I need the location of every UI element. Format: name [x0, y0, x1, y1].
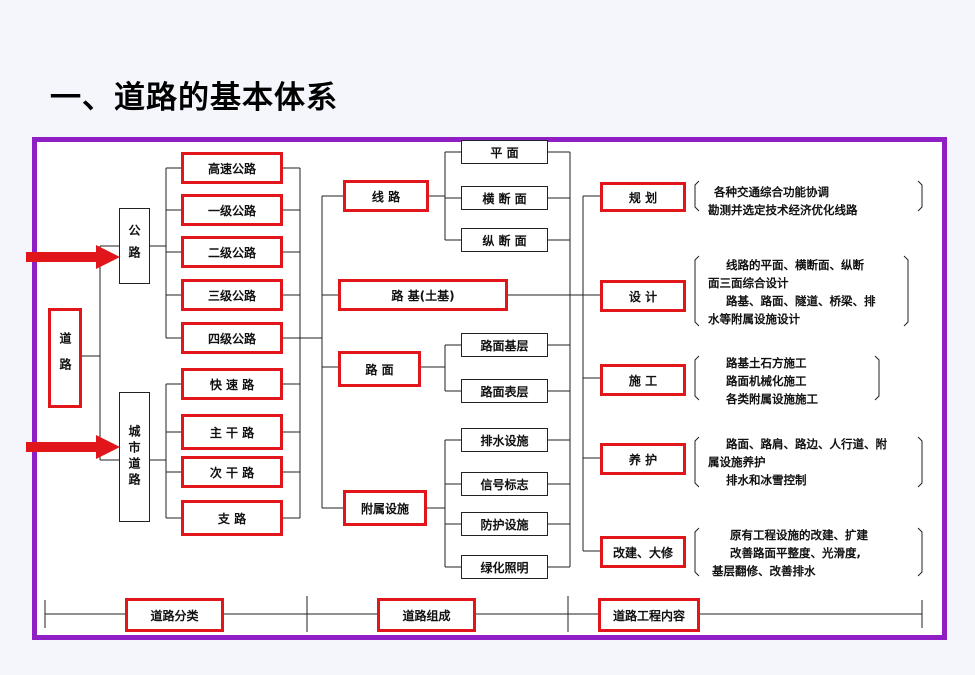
composition-facilities: 附属设施	[343, 490, 427, 526]
urban-level: 次 干 路	[181, 456, 283, 488]
description-line: 基层翻修、改善排水	[712, 564, 816, 578]
description-line: 线路的平面、横断面、纵断	[726, 258, 864, 272]
work-item: 设 计	[600, 280, 686, 312]
work-item: 施 工	[600, 364, 686, 396]
root-label: 道路	[58, 332, 72, 384]
description-line: 面三面综合设计	[708, 276, 789, 290]
work-item: 改建、大修	[600, 536, 686, 568]
highway-level: 一级公路	[181, 194, 283, 226]
urban-group-box: 城市道路	[119, 392, 150, 522]
highway-arrow-icon	[26, 245, 120, 269]
work-description: 原有工程设施的改建、扩建 改善路面平整度、光滑度, 基层翻修、改善排水	[712, 526, 868, 580]
urban-level: 快 速 路	[181, 368, 283, 400]
description-line: 原有工程设施的改建、扩建	[730, 528, 868, 542]
route-part: 横 断 面	[461, 186, 548, 210]
description-line: 各类附属设施施工	[726, 392, 818, 406]
facility-part: 信号标志	[461, 472, 548, 496]
route-part: 纵 断 面	[461, 228, 548, 252]
pavement-part: 路面基层	[461, 333, 548, 357]
work-description: 线路的平面、横断面、纵断 面三面综合设计 路基、路面、隧道、桥梁、排 水等附属设…	[708, 256, 876, 328]
description-line: 各种交通综合功能协调	[714, 185, 829, 199]
description-line: 勘测并选定技术经济优化线路	[708, 203, 858, 217]
highway-level: 四级公路	[181, 322, 283, 354]
work-description: 各种交通综合功能协调 勘测并选定技术经济优化线路	[708, 183, 858, 219]
description-line: 排水和冰雪控制	[726, 473, 807, 487]
work-item: 养 护	[600, 443, 686, 475]
urban-label: 城市道路	[127, 425, 141, 489]
description-line: 改善路面平整度、光滑度,	[730, 546, 861, 560]
footer-label: 道路组成	[377, 598, 476, 632]
description-line: 路基、路面、隧道、桥梁、排	[726, 294, 876, 308]
facility-part: 防护设施	[461, 512, 548, 536]
pavement-part: 路面表层	[461, 379, 548, 403]
description-line: 路面机械化施工	[726, 374, 807, 388]
urban-level: 主 干 路	[181, 414, 283, 450]
urban-level: 支 路	[181, 500, 283, 536]
highway-level: 二级公路	[181, 236, 283, 268]
description-line: 路基土石方施工	[726, 356, 807, 370]
page-title: 一、道路的基本体系	[50, 80, 338, 116]
facility-part: 绿化照明	[461, 555, 548, 579]
description-line: 属设施养护	[708, 455, 766, 469]
footer-label: 道路工程内容	[598, 598, 700, 632]
composition-subgrade: 路 基(土基)	[338, 279, 508, 311]
highway-level: 三级公路	[181, 279, 283, 311]
composition-pavement: 路 面	[338, 351, 421, 387]
highway-level: 高速公路	[181, 152, 283, 184]
description-line: 路面、路肩、路边、人行道、附	[726, 437, 887, 451]
root-road-box: 道路	[48, 308, 82, 408]
work-description: 路基土石方施工 路面机械化施工 各类附属设施施工	[726, 354, 818, 408]
facility-part: 排水设施	[461, 428, 548, 452]
highway-group-box: 公路	[119, 208, 150, 284]
route-part: 平 面	[461, 140, 548, 164]
composition-route: 线 路	[343, 180, 429, 212]
footer-label: 道路分类	[125, 598, 224, 632]
urban-arrow-icon	[26, 435, 120, 459]
description-line: 水等附属设施设计	[708, 312, 800, 326]
work-item: 规 划	[600, 182, 686, 212]
work-description: 路面、路肩、路边、人行道、附 属设施养护 排水和冰雪控制	[708, 435, 887, 489]
highway-label: 公路	[127, 224, 141, 268]
